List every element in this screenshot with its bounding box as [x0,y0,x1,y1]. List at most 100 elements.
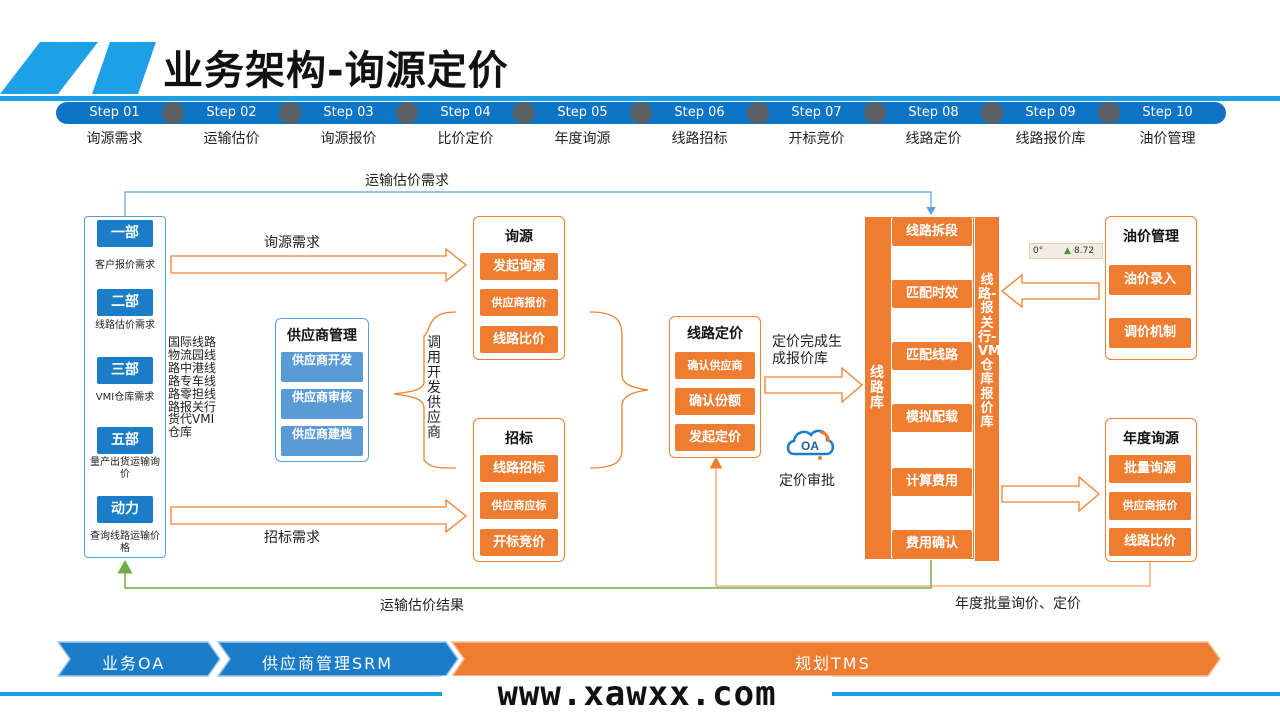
system-banners [56,641,1221,677]
estimate-result-line [117,560,932,589]
department-1-button[interactable]: 一部 [97,220,153,247]
oil-ticker-b: 8.72 [1074,246,1095,256]
confirm-share-button[interactable]: 确认份额 [675,388,755,415]
tender-req-arrow [170,498,468,534]
step-4-tab[interactable]: Step 04 [440,105,491,120]
watermark: www.xawxx.com [442,676,832,716]
step-separator [162,102,184,124]
pricing-done-label: 定价完成生成报价库 [772,334,842,367]
step-9-label: 线路报价库 [1015,131,1086,147]
step-separator [1098,102,1120,124]
oa-cloud-icon: OA [786,429,835,460]
pricing-to-lib-arrow [764,366,864,404]
step-10-tab[interactable]: Step 10 [1142,105,1193,120]
tms-banner [450,641,1221,677]
batch-inquiry-button[interactable]: 批量询源 [1109,455,1191,483]
tms-banner-label: 规划TMS [795,654,871,673]
process-step-6-button[interactable]: 费用确认 [892,530,972,558]
department-power-desc: 查询线路运输价格 [90,531,160,554]
oil-to-lib-arrow [1000,273,1100,309]
process-step-3-button[interactable]: 匹配线路 [892,342,972,370]
price-adjust-button[interactable]: 调价机制 [1109,318,1191,348]
supplier-bid-button[interactable]: 供应商应标 [480,492,558,519]
step-separator [513,102,535,124]
tender-title: 招标 [505,431,533,447]
oa-approval-label: 定价审批 [779,473,835,489]
oil-price-entry-button[interactable]: 油价录入 [1109,265,1191,295]
inquiry-request-label: 询源需求 [264,235,320,251]
supplier-management-title: 供应商管理 [287,328,357,344]
inquiry-title: 询源 [505,229,533,245]
annual-batch-label: 年度批量询价、定价 [955,596,1081,612]
step-separator [630,102,652,124]
step-9-tab[interactable]: Step 09 [1025,105,1076,120]
step-separator [864,102,886,124]
route-library-label: 线路库 [870,365,884,411]
oa-icon-text: OA [801,439,819,453]
process-step-5-button[interactable]: 计算费用 [892,468,972,496]
lib-to-annual-arrow [1001,475,1101,513]
step-separator [747,102,769,124]
annual-feedback-line [709,456,1151,587]
start-pricing-button[interactable]: 发起定价 [675,424,755,451]
department-3-desc: VMI仓库需求 [95,392,155,403]
estimate-request-line [124,191,936,216]
estimate-result-label: 运输估价结果 [380,598,464,614]
process-step-1-button[interactable]: 线路拆段 [892,218,972,246]
call-supplier-label: 调用开发供应商 [427,335,441,441]
step-3-tab[interactable]: Step 03 [323,105,374,120]
annual-route-compare-button[interactable]: 线路比价 [1109,528,1191,556]
supplier-quote-button[interactable]: 供应商报价 [480,289,558,316]
step-8-label: 线路定价 [905,131,962,147]
step-7-tab[interactable]: Step 07 [791,105,842,120]
department-2-desc: 线路估价需求 [95,320,155,331]
process-step-4-button[interactable]: 模拟配载 [892,404,972,432]
oil-ticker-a: 0° [1033,246,1044,256]
department-2-button[interactable]: 二部 [97,289,153,316]
step-8-tab[interactable]: Step 08 [908,105,959,120]
route-compare-button[interactable]: 线路比价 [480,326,558,353]
page-title: 业务架构-询源定价 [163,48,509,94]
route-tender-button[interactable]: 线路招标 [480,455,558,482]
step-separator [981,102,1003,124]
step-separator [279,102,301,124]
route-type-list: 国际线路物流园线路中港线路专车线路零担线路报关行货代VMI仓库 [168,335,217,440]
header-divider [0,96,1280,101]
step-2-tab[interactable]: Step 02 [206,105,257,120]
supplier-archive-button[interactable]: 供应商建档 [281,426,363,456]
process-step-2-button[interactable]: 匹配时效 [892,280,972,308]
annual-inquiry-title: 年度询源 [1123,431,1179,447]
oil-ticker: 0° ▲ 8.72 [1029,243,1103,259]
step-separator [396,102,418,124]
department-power-button[interactable]: 动力 [97,496,153,523]
annual-supplier-quote-button[interactable]: 供应商报价 [1109,492,1191,520]
step-5-label: 年度询源 [554,131,611,147]
step-3-label: 询源报价 [320,131,377,147]
step-2-label: 运输估价 [203,131,260,147]
up-arrow-icon: ▲ [1064,246,1071,256]
inquiry-req-arrow [170,247,468,283]
start-inquiry-button[interactable]: 发起询源 [480,253,558,280]
supplier-develop-button[interactable]: 供应商开发 [281,352,363,382]
step-7-label: 开标竞价 [788,131,845,147]
step-1-tab[interactable]: Step 01 [89,105,140,120]
department-5-desc: 量产出货运输询价 [90,457,160,480]
step-6-tab[interactable]: Step 06 [674,105,725,120]
step-6-label: 线路招标 [671,131,728,147]
department-1-desc: 客户报价需求 [95,260,155,271]
step-1-label: 询源需求 [86,131,143,147]
route-library-bar [865,217,890,559]
department-5-button[interactable]: 五部 [97,427,153,454]
oa-banner-label: 业务OA [102,654,166,673]
tender-request-label: 招标需求 [264,530,320,546]
supplier-audit-button[interactable]: 供应商审核 [281,389,363,419]
call-brace [393,311,457,469]
estimate-request-label: 运输估价需求 [365,173,449,189]
step-5-tab[interactable]: Step 05 [557,105,608,120]
oa-banner [56,641,221,677]
srm-banner-label: 供应商管理SRM [262,654,394,673]
confirm-supplier-button[interactable]: 确认供应商 [675,352,755,379]
department-3-button[interactable]: 三部 [97,357,153,384]
bid-opening-button[interactable]: 开标竞价 [480,529,558,556]
